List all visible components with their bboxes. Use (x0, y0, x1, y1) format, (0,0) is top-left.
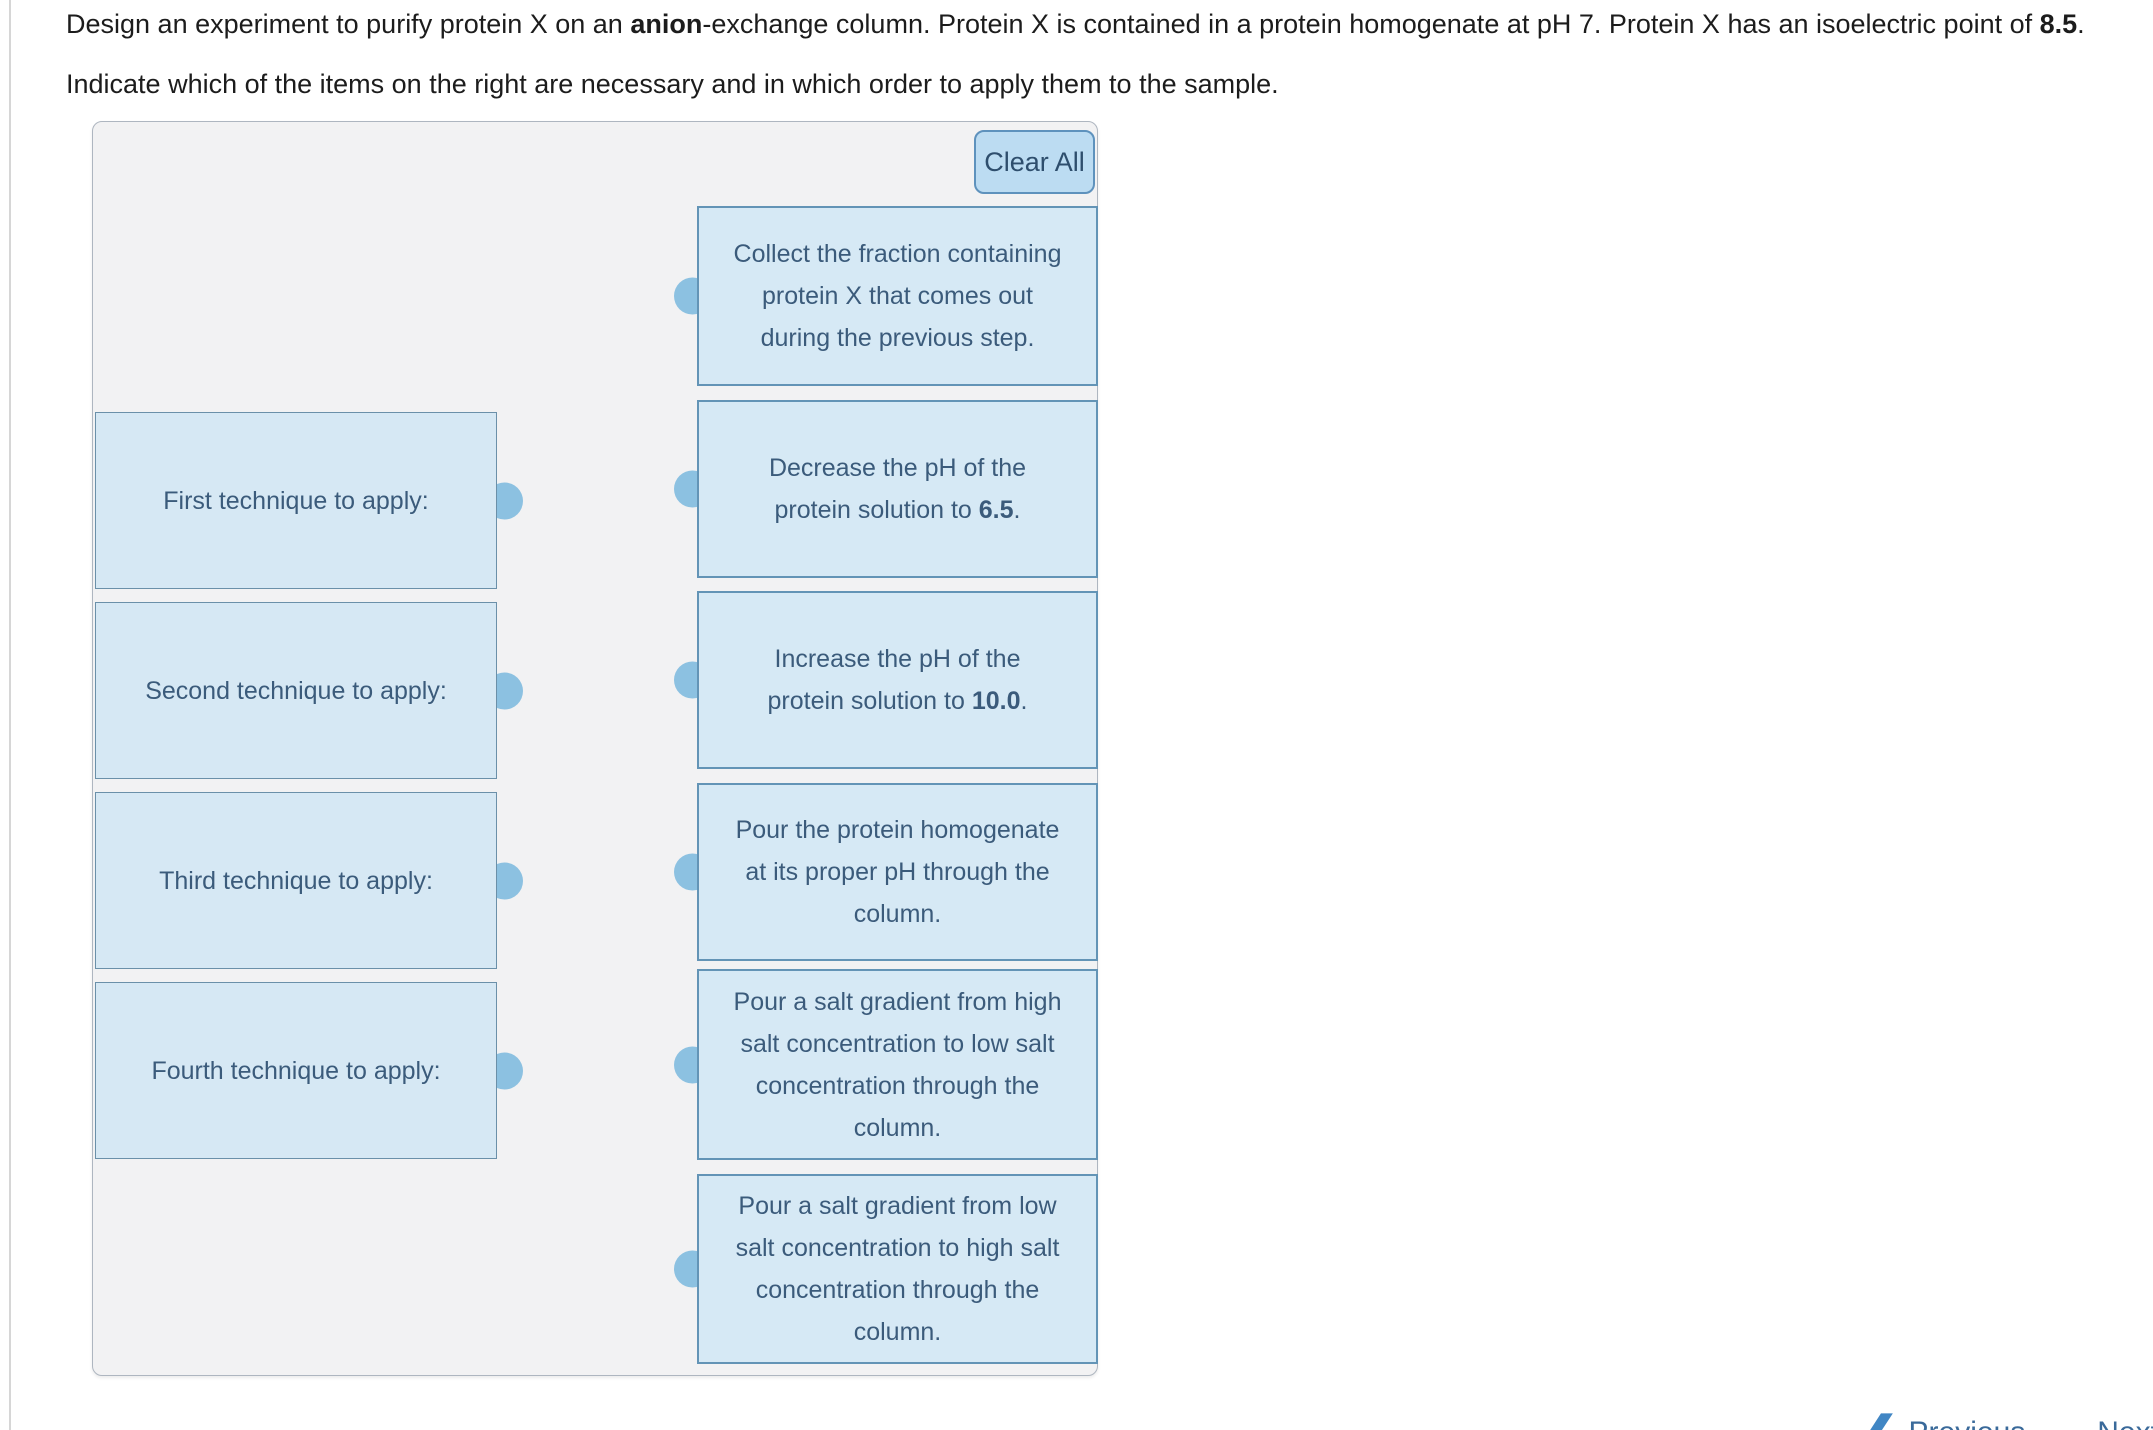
question-line-2: Indicate which of the items on the right… (66, 69, 1279, 99)
slot-second-technique[interactable]: Second technique to apply: (95, 602, 523, 779)
previous-label: Previous (1909, 1416, 2026, 1430)
slot-label: Third technique to apply: (159, 866, 433, 895)
slot-label: Second technique to apply: (145, 676, 447, 705)
next-label: Next (2097, 1416, 2153, 1430)
pager: ❮ Previous Next ❯ (1860, 1404, 2153, 1430)
question-text: Design an experiment to purify protein X… (66, 4, 2151, 124)
matching-exercise-panel: Clear All First technique to apply: Seco… (92, 121, 1098, 1376)
left-divider (9, 0, 11, 1430)
slot-third-technique[interactable]: Third technique to apply: (95, 792, 523, 969)
slot-label: Fourth technique to apply: (151, 1056, 441, 1085)
chevron-left-icon: ❮ (1860, 1410, 1899, 1430)
clear-all-button[interactable]: Clear All (974, 130, 1095, 194)
slot-fourth-technique[interactable]: Fourth technique to apply: (95, 982, 523, 1159)
next-button[interactable]: Next ❯ (2087, 1410, 2153, 1430)
question-line-1: Design an experiment to purify protein X… (66, 9, 2085, 39)
slot-label: First technique to apply: (163, 486, 429, 515)
slot-first-technique[interactable]: First technique to apply: (95, 412, 523, 589)
previous-button[interactable]: ❮ Previous (1860, 1410, 2035, 1430)
